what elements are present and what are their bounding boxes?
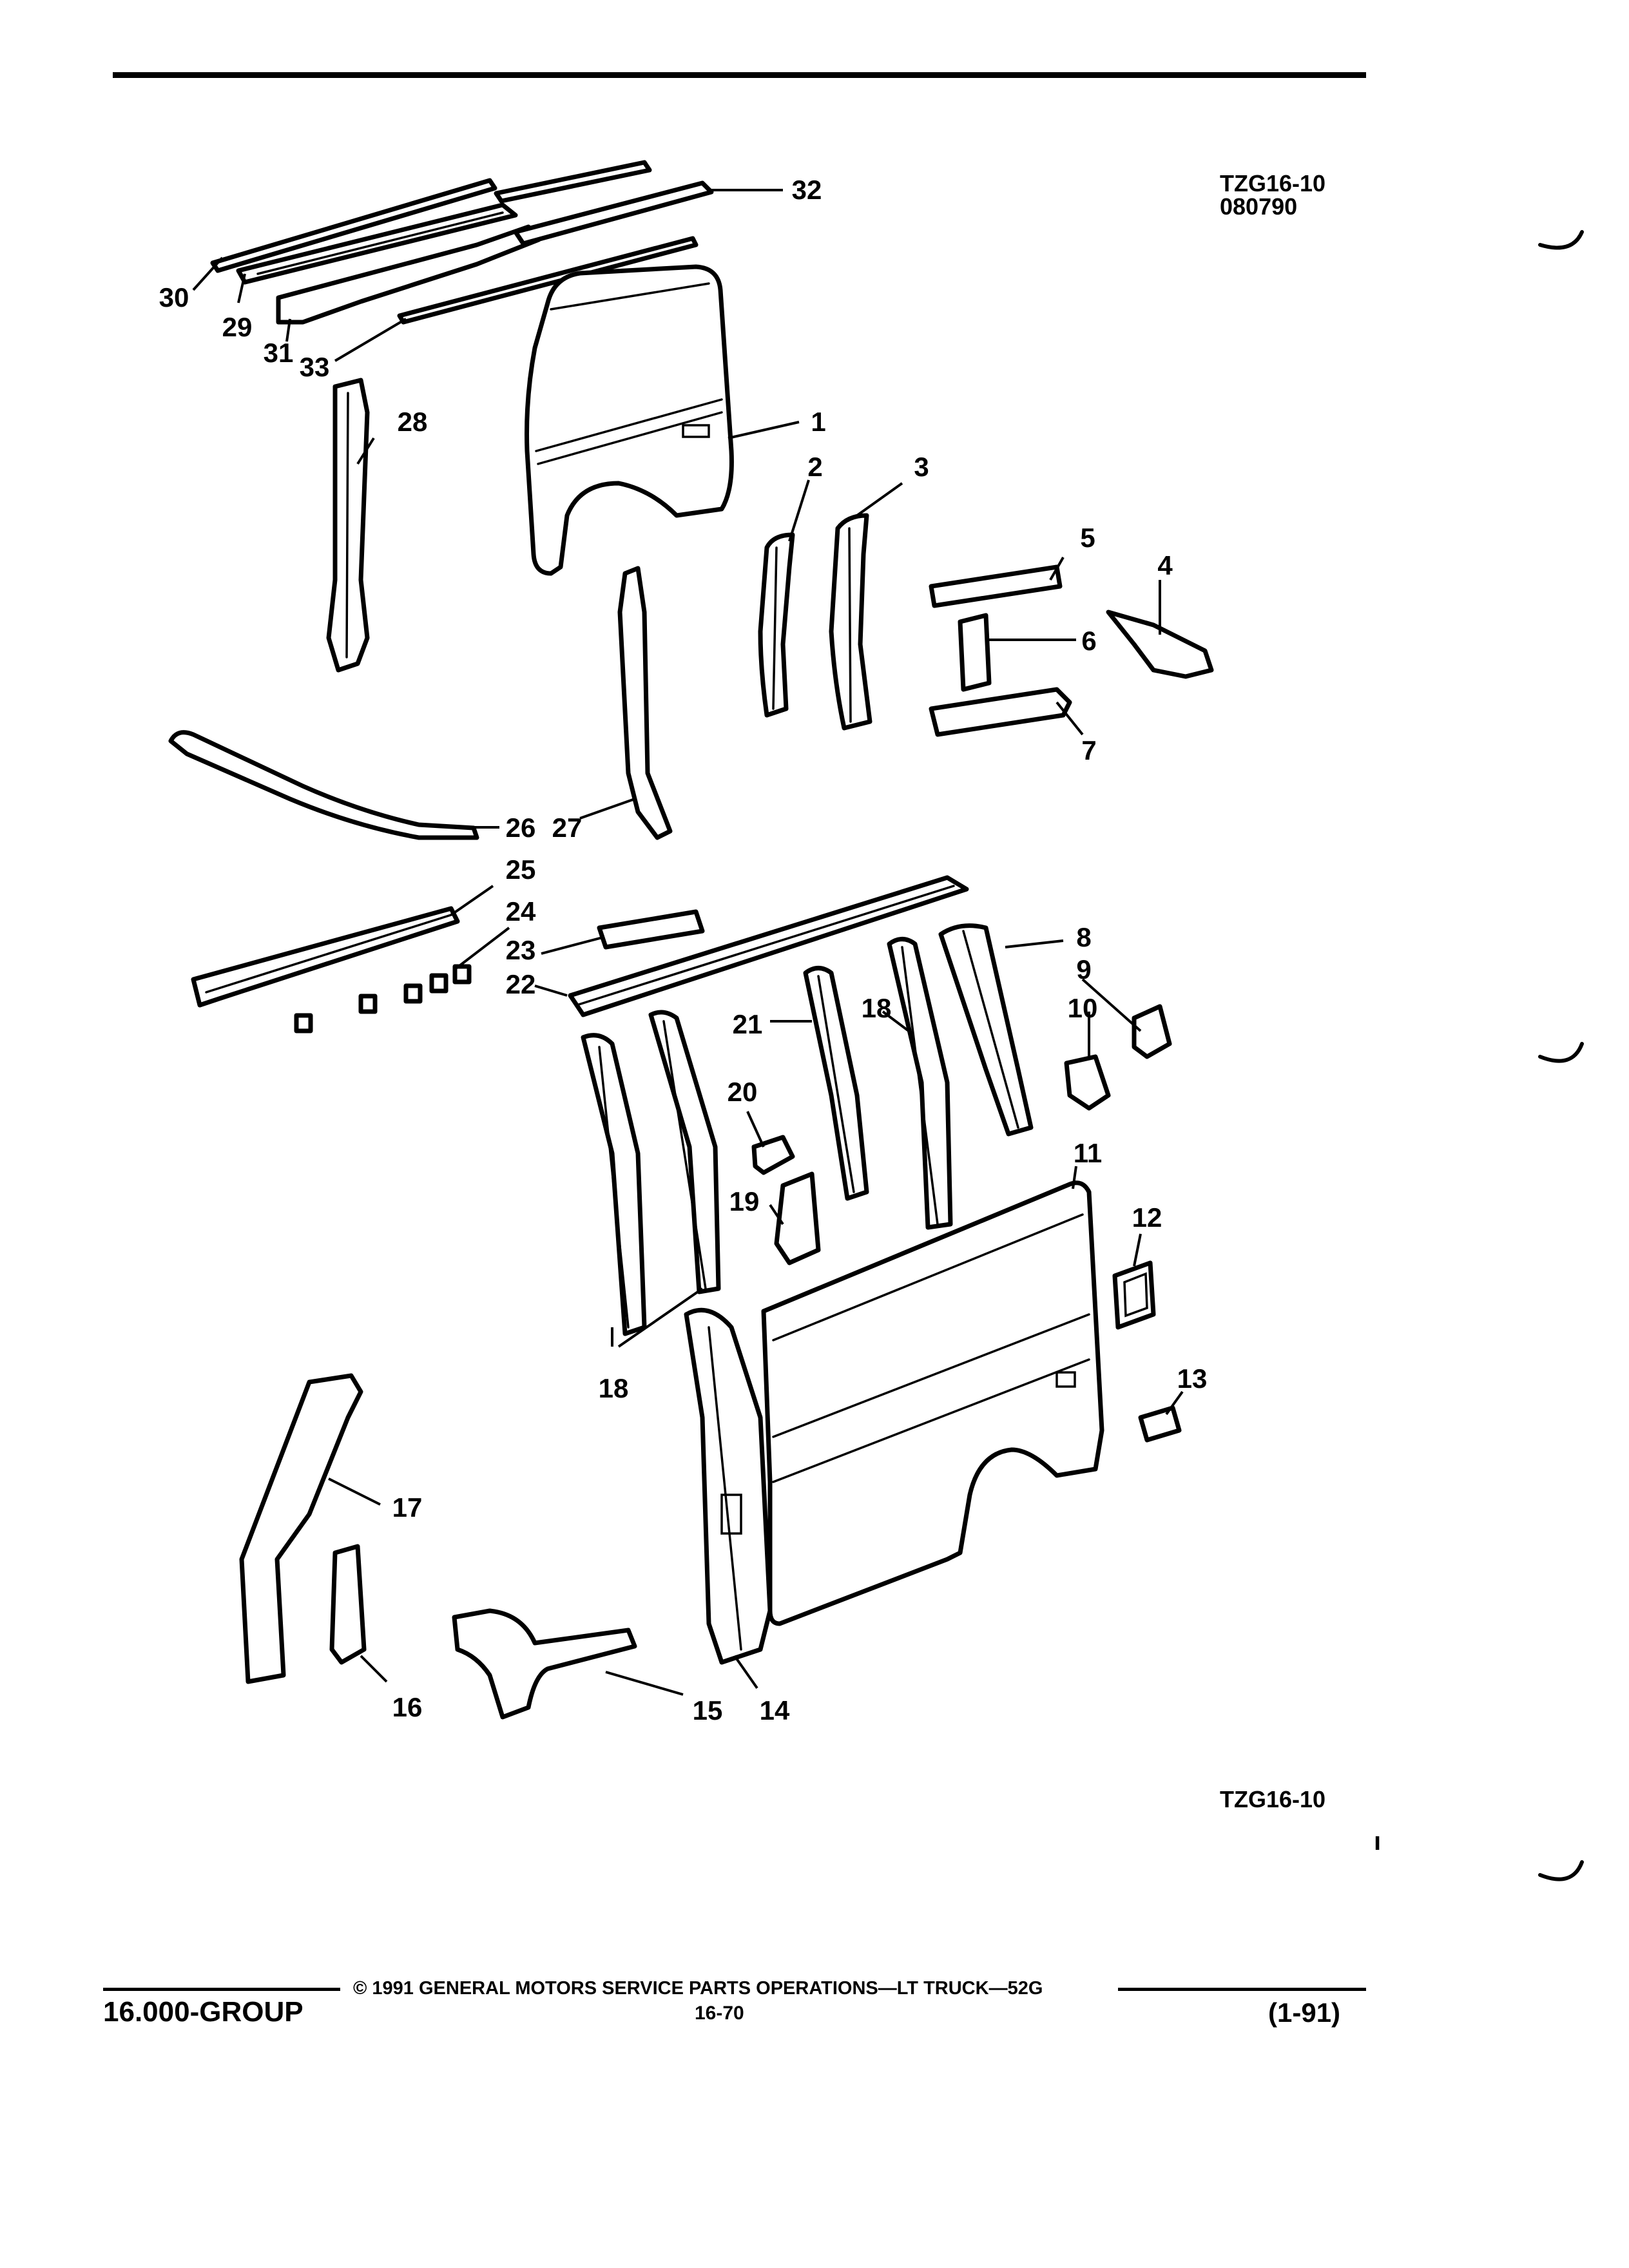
part-17-pillar bbox=[239, 1373, 363, 1684]
callout-18-right: 18 bbox=[861, 993, 892, 1023]
part-26-rocker-rail bbox=[168, 730, 479, 840]
footer-rule-left bbox=[103, 1988, 340, 1991]
callout-14: 14 bbox=[759, 1695, 790, 1725]
callout-10: 10 bbox=[1067, 993, 1098, 1023]
part-25-sill-rail bbox=[191, 906, 460, 1008]
bottom-ref-code: TZG16-10 bbox=[1220, 1786, 1326, 1812]
callout-32: 32 bbox=[791, 175, 822, 205]
callout-26: 26 bbox=[505, 812, 536, 843]
callout-18-left: 18 bbox=[598, 1373, 629, 1403]
part-7-bracket bbox=[929, 687, 1072, 737]
callout-22: 22 bbox=[505, 969, 536, 999]
part-19-bracket bbox=[774, 1171, 821, 1265]
part-4-bracket bbox=[1106, 610, 1214, 679]
figure-ref-date: 080790 bbox=[1220, 193, 1298, 220]
footer-rule-right bbox=[1118, 1988, 1366, 1991]
callout-5: 5 bbox=[1080, 523, 1095, 553]
figure-ref-code: TZG16-10 bbox=[1220, 170, 1326, 197]
part-21-bow bbox=[803, 966, 869, 1201]
leader-lines bbox=[192, 189, 1184, 1696]
part-16-bracket bbox=[329, 1544, 367, 1665]
part-9-bracket bbox=[1132, 1004, 1172, 1059]
callout-16: 16 bbox=[392, 1692, 423, 1722]
callout-27: 27 bbox=[552, 812, 583, 843]
callout-9: 9 bbox=[1076, 954, 1092, 985]
callout-33: 33 bbox=[299, 352, 330, 382]
callout-6: 6 bbox=[1081, 626, 1097, 656]
callout-24: 24 bbox=[505, 896, 536, 927]
footer-page-number: 16-70 bbox=[695, 2003, 744, 2024]
callout-25: 25 bbox=[505, 854, 536, 885]
part-13-fuel-door bbox=[1138, 1405, 1182, 1443]
part-18-bow-left bbox=[581, 1033, 647, 1336]
part-22-roof-side-rail bbox=[568, 875, 969, 1017]
callout-12: 12 bbox=[1132, 1202, 1162, 1233]
part-32-rail bbox=[513, 180, 714, 246]
callout-4: 4 bbox=[1157, 550, 1173, 581]
callout-23: 23 bbox=[505, 935, 536, 965]
callout-21: 21 bbox=[732, 1009, 763, 1039]
callout-8: 8 bbox=[1076, 922, 1092, 952]
part-6-bracket bbox=[958, 613, 992, 692]
part-18-bow-left-2 bbox=[648, 1010, 721, 1294]
part-8-bow bbox=[938, 923, 1034, 1137]
callout-3: 3 bbox=[914, 452, 929, 482]
part-24-retainers bbox=[294, 964, 472, 1033]
callout-13: 13 bbox=[1177, 1363, 1208, 1394]
footer-copyright: © 1991 GENERAL MOTORS SERVICE PARTS OPER… bbox=[353, 1978, 1043, 1999]
footer-group: 16.000-GROUP bbox=[103, 1996, 304, 2028]
part-31-rail-panel bbox=[276, 224, 541, 325]
part-3-pillar bbox=[829, 513, 872, 731]
callout-7: 7 bbox=[1081, 735, 1097, 765]
part-11-quarter-panel bbox=[761, 1180, 1104, 1626]
callout-20: 20 bbox=[727, 1077, 758, 1107]
part-14-lock-pillar bbox=[684, 1307, 773, 1665]
callout-17: 17 bbox=[392, 1492, 423, 1523]
part-20-bracket bbox=[751, 1135, 795, 1175]
part-23-plate bbox=[597, 909, 705, 950]
part-15-wheelhouse bbox=[452, 1608, 637, 1720]
callout-28: 28 bbox=[397, 407, 428, 437]
callout-11: 11 bbox=[1073, 1138, 1103, 1168]
callout-30: 30 bbox=[159, 282, 189, 312]
part-27-center-pillar bbox=[617, 566, 673, 840]
part-2-pillar bbox=[758, 532, 795, 718]
part-5-bracket bbox=[929, 564, 1063, 608]
part-10-bracket bbox=[1064, 1054, 1111, 1111]
callout-31: 31 bbox=[263, 338, 294, 368]
part-12-housing bbox=[1112, 1260, 1156, 1330]
callout-29: 29 bbox=[222, 312, 253, 342]
part-18-bow-right bbox=[887, 937, 953, 1230]
top-rule bbox=[113, 72, 1366, 78]
part-1-door bbox=[525, 264, 734, 576]
part-28-pillar bbox=[326, 378, 370, 673]
callout-1: 1 bbox=[811, 407, 826, 437]
part-30-roof-rail bbox=[210, 160, 652, 273]
margin-marks bbox=[1538, 230, 1584, 1881]
callout-2: 2 bbox=[807, 452, 823, 482]
callout-15: 15 bbox=[692, 1695, 723, 1725]
footer-date: (1-91) bbox=[1268, 1997, 1341, 2028]
stray-mark: ı bbox=[1374, 1827, 1382, 1856]
callout-19: 19 bbox=[729, 1186, 760, 1216]
